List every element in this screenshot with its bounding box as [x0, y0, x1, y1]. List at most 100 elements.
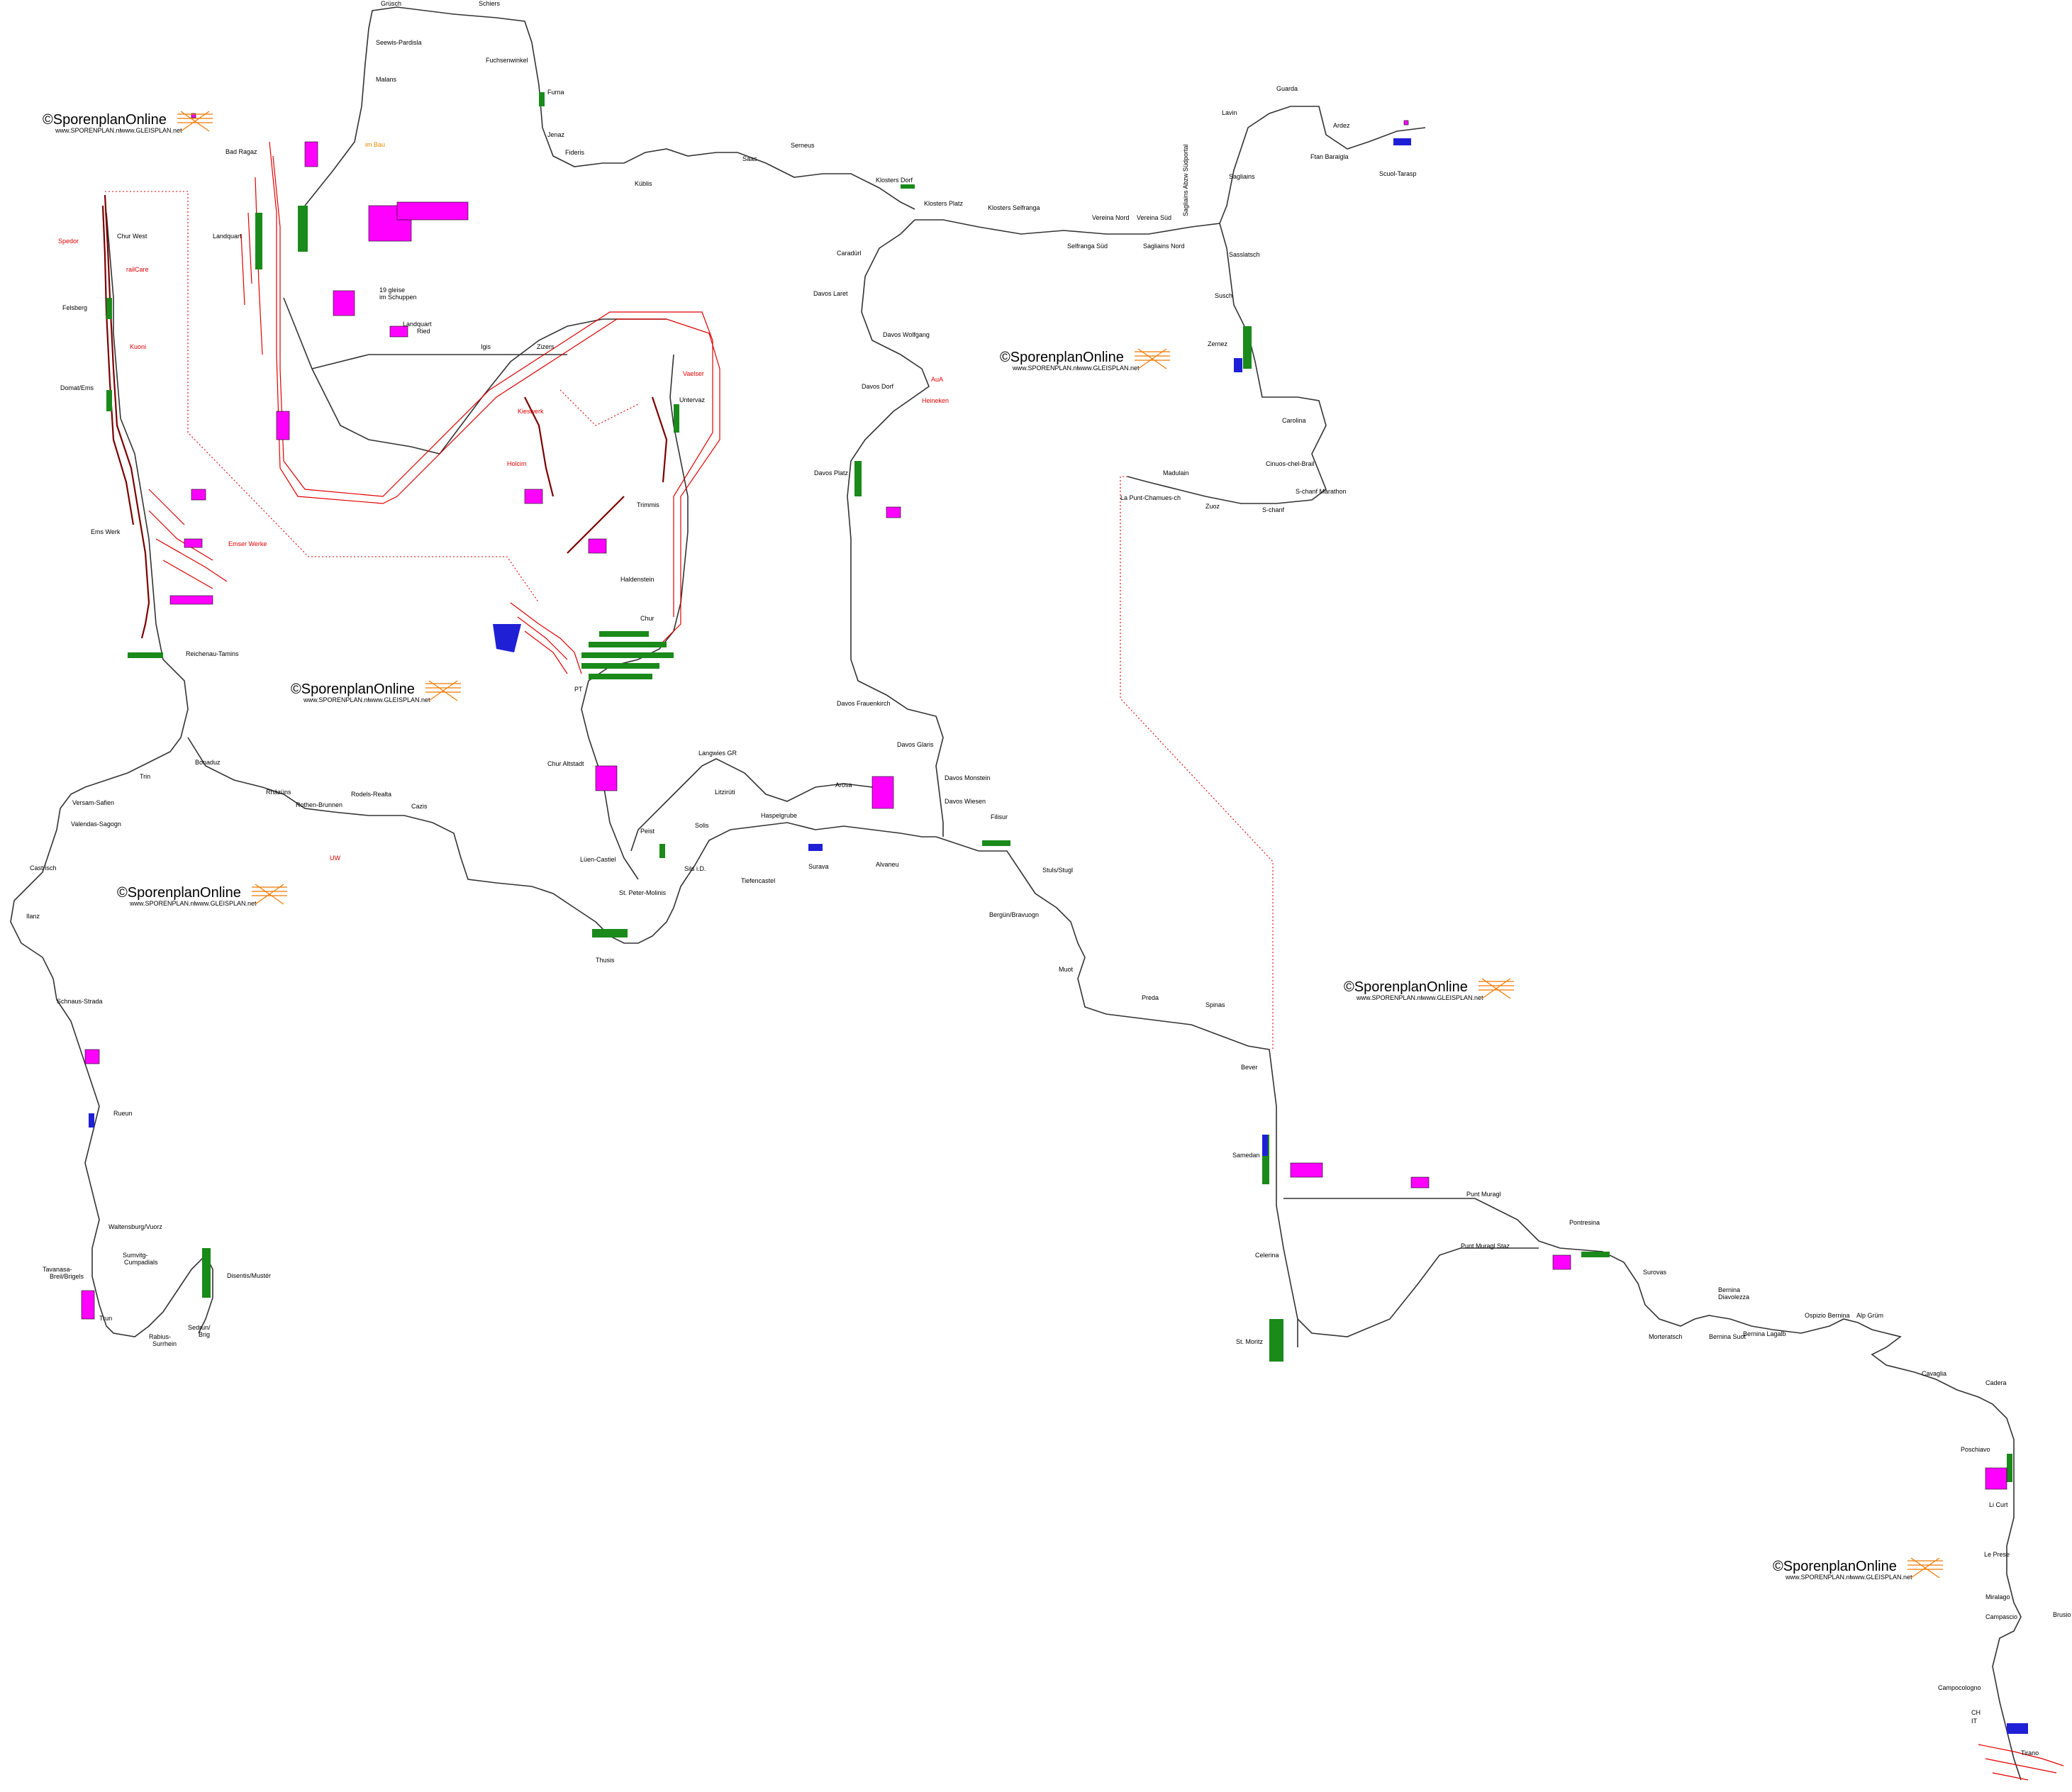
station-label: Landquart	[403, 321, 432, 328]
station-label: Jenaz	[547, 131, 565, 138]
station-label: Schnaus-Strada	[57, 998, 103, 1005]
station-label: PT	[574, 686, 583, 693]
station-label: im Bau	[365, 141, 385, 148]
station-label: Bernina	[1718, 1286, 1740, 1293]
station-label: Preda	[1142, 994, 1159, 1001]
station-label: Arosa	[835, 781, 852, 789]
station-label: railCare	[126, 266, 149, 273]
station-label: Serneus	[791, 142, 815, 149]
station-label: Samedan	[1232, 1152, 1260, 1159]
station-label: CH	[1971, 1709, 1981, 1716]
station-label: Bad Ragaz	[225, 148, 257, 155]
logo-title: ©SporenplanOnline	[291, 681, 415, 697]
main-lines	[10, 6, 2022, 1781]
logo-3: ©SporenplanOnline www.SPORENPLAN.nl www.…	[291, 680, 461, 703]
station-label: Chur	[640, 615, 655, 622]
station-label: Klosters Selfranga	[988, 204, 1040, 211]
station-label: Castrisch	[30, 864, 57, 872]
station-label: Rhäzüns	[266, 789, 291, 796]
station-label: Stuls/Stugl	[1042, 867, 1073, 874]
station-label: Bergün/Bravuogn	[989, 911, 1039, 918]
station-label: Alp Grüm	[1856, 1312, 1883, 1319]
station-label: Disentis/Mustér	[227, 1272, 271, 1279]
station-label: 19 gleise	[379, 286, 405, 294]
station-label: Vaelser	[683, 370, 704, 377]
station-label: Sagliains Nord	[1143, 243, 1185, 250]
station-label: Heineken	[922, 397, 949, 404]
station-label: Surovas	[1643, 1269, 1667, 1276]
station-label: Li Curt	[1989, 1501, 2008, 1508]
station-label: Alvaneu	[876, 861, 899, 868]
station-label: Reichenau-Tamins	[186, 650, 239, 657]
station-label: Filisur	[991, 813, 1008, 820]
station-label: Igis	[481, 343, 491, 350]
logo-sub2: www.GLEISPLAN.net	[1421, 994, 1483, 1001]
logo-sub2: www.GLEISPLAN.net	[120, 127, 182, 134]
station-label: UW	[330, 855, 340, 862]
station-label: Ftan Baraigla	[1310, 153, 1349, 160]
station-label: S-chanf	[1262, 506, 1285, 513]
station-label: Poschiavo	[1961, 1446, 1990, 1453]
station-label: Sils i.D.	[684, 865, 706, 872]
station-label: Haldenstein	[620, 576, 655, 583]
station-label: Saas	[742, 155, 757, 162]
station-label: Klosters Dorf	[876, 177, 913, 184]
station-label: Thusis	[596, 957, 615, 964]
station-label: Brig	[199, 1331, 210, 1338]
station-label: Versam-Safien	[72, 799, 114, 806]
station-label: Emser Werke	[228, 540, 267, 547]
station-label: IT	[1971, 1718, 1978, 1725]
station-label: Zizers	[537, 343, 555, 350]
station-label: Furna	[547, 89, 564, 96]
station-label: Davos Wiesen	[945, 798, 986, 805]
station-label: Trin	[140, 773, 150, 780]
station-label: Carolina	[1282, 417, 1306, 424]
logo-sub1: www.SPORENPLAN.nl	[1356, 994, 1422, 1001]
station-label: im Schuppen	[379, 294, 417, 301]
station-label: Ardez	[1333, 122, 1350, 129]
station-label: Davos Glaris	[897, 741, 934, 748]
logo-title: ©SporenplanOnline	[117, 885, 241, 901]
station-label: Ems Werk	[91, 528, 121, 535]
station-label: Campocologno	[1938, 1684, 1981, 1691]
signal-boxes	[89, 138, 2028, 1734]
station-label: Diavolezza	[1718, 1293, 1749, 1301]
logo-sub1: www.SPORENPLAN.nl	[129, 900, 196, 907]
station-label: St. Peter-Molinis	[619, 889, 667, 896]
station-label: Surrhein	[152, 1340, 177, 1347]
logo-sub2: www.GLEISPLAN.net	[1077, 364, 1140, 372]
station-label: Fideris	[565, 149, 585, 156]
station-label: Valendas-Sagogn	[71, 820, 121, 828]
station-label: Madulain	[1163, 469, 1189, 477]
station-label: Klosters Platz	[924, 200, 964, 207]
station-label: Vereina Süd	[1137, 214, 1171, 221]
logo-sub2: www.GLEISPLAN.net	[368, 696, 430, 703]
station-label: Rothen-Brunnen	[296, 801, 342, 808]
station-label: Tiefencastel	[741, 877, 775, 884]
station-label: Rabius-	[149, 1333, 171, 1340]
station-label: Sagliains	[1229, 173, 1255, 180]
station-label: Muot	[1059, 966, 1074, 973]
station-label: Domat/Ems	[60, 384, 94, 391]
station-label: Holcim	[507, 460, 527, 467]
station-label: Rueun	[113, 1110, 133, 1117]
logo-4: ©SporenplanOnline www.SPORENPLAN.nl www.…	[117, 884, 287, 907]
logo-6: ©SporenplanOnline www.SPORENPLAN.nl www.…	[1773, 1557, 1943, 1581]
station-label: Ried	[417, 328, 430, 335]
station-label: Bernina Lagalb	[1743, 1330, 1786, 1337]
station-label: Spedor	[58, 238, 79, 245]
station-label: Lüen-Castiel	[580, 856, 616, 863]
station-label: Davos Frauenkirch	[837, 700, 891, 707]
station-label: Ilanz	[26, 913, 40, 920]
station-label: Scuol-Tarasp	[1379, 170, 1417, 177]
station-label: Felsberg	[62, 304, 87, 311]
station-label: Sumvitg-	[123, 1252, 148, 1259]
station-label: Fuchsenwinkel	[486, 57, 528, 64]
station-label: Davos Laret	[813, 290, 848, 297]
station-label: Le Prese	[1984, 1551, 2010, 1558]
logo-2: ©SporenplanOnline www.SPORENPLAN.nl www.…	[1000, 348, 1170, 372]
logo-title: ©SporenplanOnline	[1000, 350, 1124, 365]
station-label: Surava	[808, 863, 829, 870]
station-label: Cinuos-chel-Brail	[1266, 460, 1315, 467]
station-label: Cavaglia	[1922, 1370, 1946, 1377]
